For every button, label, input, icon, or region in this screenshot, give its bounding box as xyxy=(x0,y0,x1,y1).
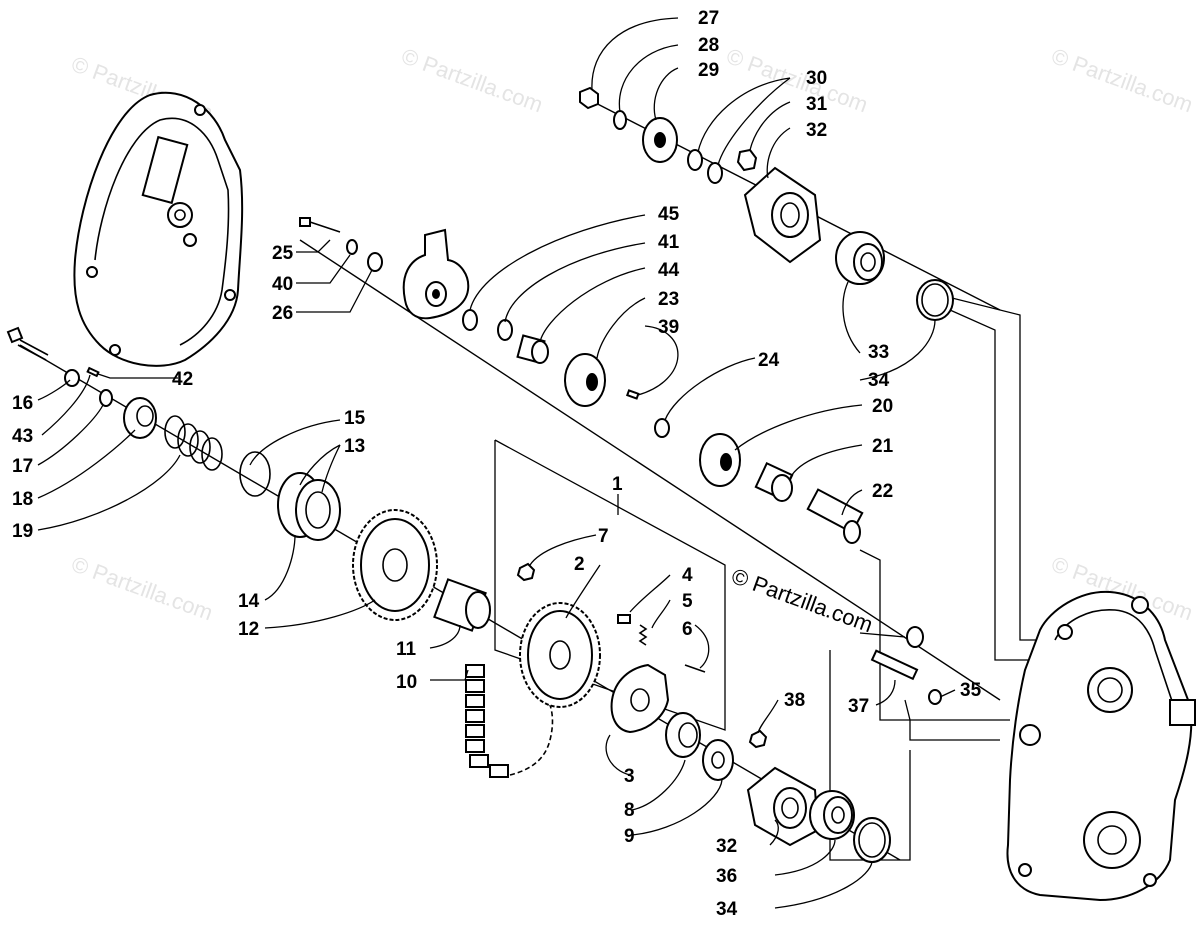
callout-30: 30 xyxy=(806,68,827,89)
callout-9: 9 xyxy=(624,826,635,847)
callout-39: 39 xyxy=(658,317,679,338)
callout-33: 33 xyxy=(868,342,889,363)
callout-19: 19 xyxy=(12,521,33,542)
spacer-21 xyxy=(754,461,794,502)
chaincase-cover xyxy=(73,91,244,367)
watermark-center: © Partzilla.com xyxy=(728,563,876,637)
stud-37 xyxy=(870,649,919,681)
callout-11: 11 xyxy=(396,639,417,660)
bushing-44 xyxy=(516,334,549,364)
callout-13: 13 xyxy=(344,436,365,457)
gear-11 xyxy=(433,578,491,632)
callout-32-top: 32 xyxy=(806,120,827,141)
bearing-8 xyxy=(665,712,701,758)
callout-3: 3 xyxy=(624,766,635,787)
spring-cup-18 xyxy=(123,397,157,439)
callout-37: 37 xyxy=(848,696,869,717)
gear-2 xyxy=(519,602,601,708)
callout-23: 23 xyxy=(658,289,679,310)
spring-19 xyxy=(164,415,223,471)
callout-7: 7 xyxy=(598,526,609,547)
lower-right-parts xyxy=(746,626,942,863)
lower-left-parts xyxy=(6,326,554,778)
watermarks: © Partzilla.com © Partzilla.com © Partzi… xyxy=(68,43,1196,637)
bolt-16 xyxy=(6,326,49,361)
callout-6: 6 xyxy=(682,619,693,640)
callout-44: 44 xyxy=(658,260,680,281)
callout-27: 27 xyxy=(698,8,719,29)
bearing-13 xyxy=(277,472,341,541)
callout-17: 17 xyxy=(12,456,33,477)
callout-24: 24 xyxy=(758,350,780,371)
callout-20: 20 xyxy=(872,396,893,417)
callout-25: 25 xyxy=(272,243,294,264)
callout-35: 35 xyxy=(960,680,982,701)
callout-36: 36 xyxy=(716,866,737,887)
bearing-33 xyxy=(835,231,885,285)
callout-8: 8 xyxy=(624,800,635,821)
callout-5: 5 xyxy=(682,591,693,612)
callout-29: 29 xyxy=(698,60,719,81)
sprocket-20 xyxy=(699,433,741,487)
callout-22: 22 xyxy=(872,481,893,502)
callout-21: 21 xyxy=(872,436,894,457)
gearcase-housing xyxy=(1006,590,1196,902)
callout-38: 38 xyxy=(784,690,805,711)
callout-32-bottom: 32 xyxy=(716,836,737,857)
bolt-25 xyxy=(299,217,341,233)
callout-numbers: 27 28 29 30 31 32 45 41 44 23 39 24 20 2… xyxy=(12,8,982,920)
watermark: © Partzilla.com xyxy=(398,43,546,117)
shaft-22 xyxy=(806,488,864,544)
callout-14: 14 xyxy=(238,591,260,612)
plate-3 xyxy=(610,663,670,734)
callout-45: 45 xyxy=(658,204,680,225)
watermark: © Partzilla.com xyxy=(68,551,216,625)
callout-28: 28 xyxy=(698,35,719,56)
callout-42: 42 xyxy=(172,369,193,390)
callout-26: 26 xyxy=(272,303,293,324)
callout-4: 4 xyxy=(682,565,693,586)
bearing-flange-32-top xyxy=(743,166,822,264)
callout-40: 40 xyxy=(272,274,293,295)
callout-31: 31 xyxy=(806,94,828,115)
watermark: © Partzilla.com xyxy=(1048,43,1196,117)
callout-43: 43 xyxy=(12,426,33,447)
tensioner-bracket xyxy=(402,228,470,320)
callout-15: 15 xyxy=(344,408,366,429)
sprocket-23 xyxy=(564,353,606,407)
callout-34-bottom: 34 xyxy=(716,899,738,920)
center-gear-assembly xyxy=(516,562,734,781)
watermark: © Partzilla.com xyxy=(723,43,871,117)
callout-12: 12 xyxy=(238,619,259,640)
leader-lines xyxy=(37,17,956,909)
middle-shaft-parts xyxy=(299,217,864,544)
chain-10 xyxy=(465,664,554,778)
upper-shaft-parts xyxy=(579,86,954,321)
sprocket-29 xyxy=(642,117,678,163)
callout-2: 2 xyxy=(574,554,585,575)
gear-12 xyxy=(352,509,438,621)
callout-34-top: 34 xyxy=(868,370,890,391)
callout-18: 18 xyxy=(12,489,33,510)
callout-1: 1 xyxy=(612,474,623,495)
bearing-36 xyxy=(809,790,855,840)
callout-10: 10 xyxy=(396,672,417,693)
bearing-flange-32-bottom xyxy=(746,766,820,847)
callout-41: 41 xyxy=(658,232,680,253)
callout-16: 16 xyxy=(12,393,33,414)
